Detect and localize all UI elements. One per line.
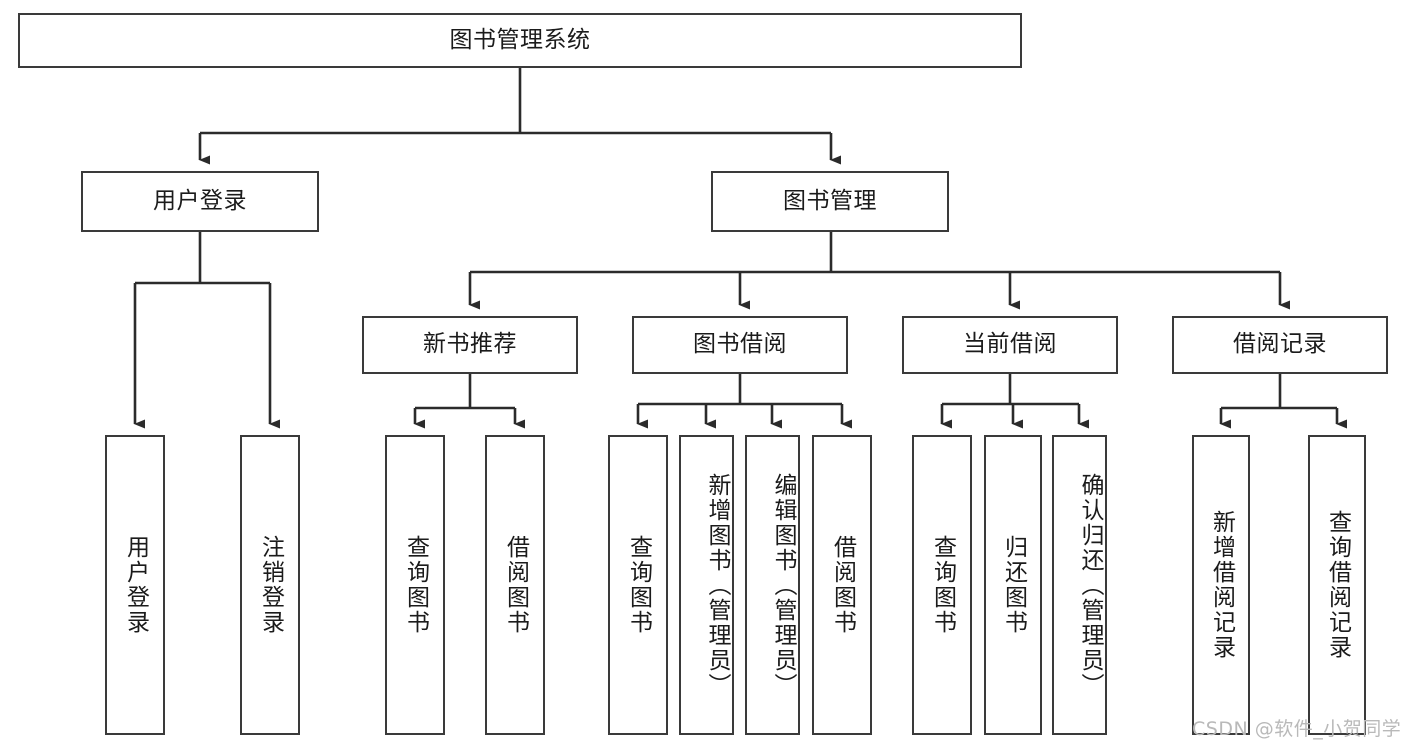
node-leaf-user-login[interactable]: 用户登录 [105,435,165,735]
node-leaf-return-book[interactable]: 归还图书 [984,435,1042,735]
node-book-manage[interactable]: 图书管理 [711,171,949,232]
node-book-manage-label: 图书管理 [783,187,877,214]
node-new-book-rec-label: 新书推荐 [423,331,517,358]
csdn-watermark: CSDN @软件_小贺同学 [1192,718,1402,740]
node-leaf-edit-book[interactable]: 编辑图书（管理员） [745,435,800,735]
node-leaf-confirm-return-label: 确认归还（管理员） [1077,472,1103,698]
node-leaf-borrow-book-2[interactable]: 借阅图书 [812,435,872,735]
node-book-borrow-label: 图书借阅 [693,331,787,358]
node-leaf-logout-label: 注销登录 [257,535,284,635]
node-root-label: 图书管理系统 [449,26,591,53]
node-leaf-borrow-book-1-label: 借阅图书 [502,535,529,635]
node-leaf-edit-book-label: 编辑图书（管理员） [770,472,796,698]
node-leaf-return-book-label: 归还图书 [1000,535,1027,635]
node-leaf-query-book-3[interactable]: 查询图书 [912,435,972,735]
node-borrow-record[interactable]: 借阅记录 [1172,316,1388,374]
node-current-borrow[interactable]: 当前借阅 [902,316,1118,374]
node-leaf-borrow-book-2-label: 借阅图书 [829,535,856,635]
node-leaf-confirm-return[interactable]: 确认归还（管理员） [1052,435,1107,735]
node-book-borrow[interactable]: 图书借阅 [632,316,848,374]
node-leaf-query-book-1-label: 查询图书 [402,535,429,635]
node-leaf-add-book-label: 新增图书（管理员） [704,472,730,698]
node-user-login-label: 用户登录 [153,187,247,214]
node-user-login[interactable]: 用户登录 [81,171,319,232]
node-borrow-record-label: 借阅记录 [1233,331,1327,358]
node-leaf-add-record[interactable]: 新增借阅记录 [1192,435,1250,735]
node-new-book-rec[interactable]: 新书推荐 [362,316,578,374]
node-leaf-logout[interactable]: 注销登录 [240,435,300,735]
node-leaf-add-book[interactable]: 新增图书（管理员） [679,435,734,735]
node-leaf-add-record-label: 新增借阅记录 [1208,510,1235,660]
node-leaf-borrow-book-1[interactable]: 借阅图书 [485,435,545,735]
node-leaf-query-record[interactable]: 查询借阅记录 [1308,435,1366,735]
node-leaf-query-book-3-label: 查询图书 [929,535,956,635]
node-root[interactable]: 图书管理系统 [18,13,1022,68]
node-leaf-query-book-2-label: 查询图书 [625,535,652,635]
node-leaf-query-book-2[interactable]: 查询图书 [608,435,668,735]
node-leaf-query-book-1[interactable]: 查询图书 [385,435,445,735]
node-leaf-user-login-label: 用户登录 [122,535,149,635]
node-current-borrow-label: 当前借阅 [963,331,1057,358]
node-leaf-query-record-label: 查询借阅记录 [1324,510,1351,660]
